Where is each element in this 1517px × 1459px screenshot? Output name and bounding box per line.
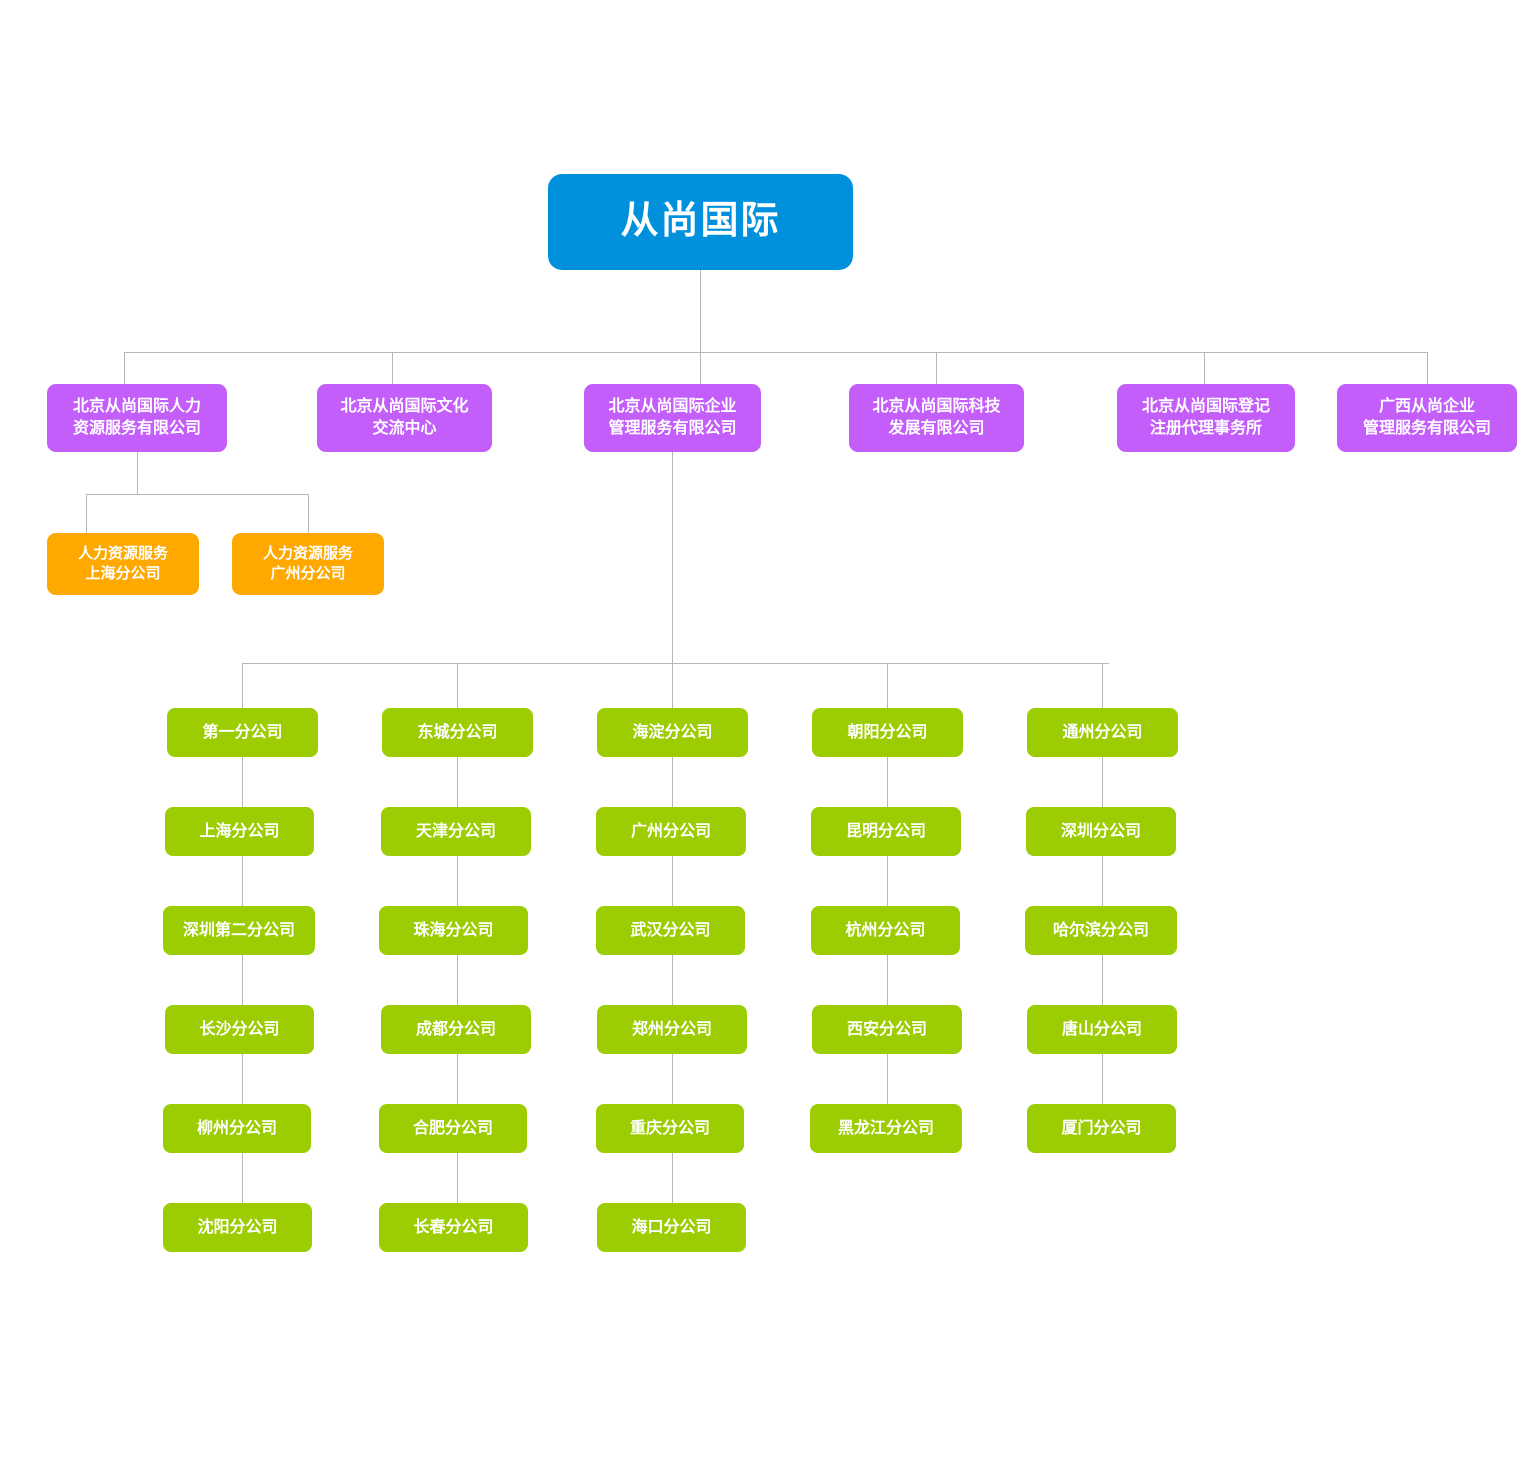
connector-col3-link-5 [672,1153,673,1203]
branch-node-col5-row2[interactable]: 深圳分公司 [1026,807,1176,856]
connector-drop-col-1 [242,663,243,708]
subsidiary-node-enterprise-management[interactable]: 北京从尚国际企业 管理服务有限公司 [584,384,761,452]
branch-node-col2-row3[interactable]: 珠海分公司 [379,906,528,955]
connector-level2-bus [124,352,1427,353]
connector-hr-bus [86,494,309,495]
connector-hr-down [137,452,138,494]
subsidiary-node-technology-development[interactable]: 北京从尚国际科技 发展有限公司 [849,384,1024,452]
connector-col2-link-4 [457,1054,458,1104]
branch-node-col1-row2[interactable]: 上海分公司 [165,807,314,856]
branch-node-col2-row5[interactable]: 合肥分公司 [379,1104,527,1153]
connector-enterprise-down [672,452,673,663]
connector-drop-col-4 [887,663,888,708]
connector-drop-sub-1 [124,352,125,384]
connector-col1-link-3 [242,955,243,1005]
connector-drop-hr-2 [308,494,309,533]
connector-drop-col-5 [1102,663,1103,708]
branch-node-col5-row3[interactable]: 哈尔滨分公司 [1025,906,1177,955]
connector-drop-hr-1 [86,494,87,533]
branch-node-col4-row3[interactable]: 杭州分公司 [811,906,960,955]
subsidiary-node-hr-services[interactable]: 北京从尚国际人力 资源服务有限公司 [47,384,227,452]
root-node-congshang-international[interactable]: 从尚国际 [548,174,853,270]
connector-col1-link-5 [242,1153,243,1203]
connector-drop-sub-4 [936,352,937,384]
branch-node-col1-row6[interactable]: 沈阳分公司 [163,1203,312,1252]
connector-col5-link-1 [1102,757,1103,807]
hr-branch-node-shanghai[interactable]: 人力资源服务 上海分公司 [47,533,199,595]
subsidiary-node-guangxi-enterprise-management[interactable]: 广西从尚企业 管理服务有限公司 [1337,384,1517,452]
branch-node-col3-row1[interactable]: 海淀分公司 [597,708,748,757]
connector-col1-link-1 [242,757,243,807]
connector-col4-link-4 [887,1054,888,1104]
connector-col2-link-3 [457,955,458,1005]
connector-branch-bus [242,663,1109,664]
branch-node-col5-row1[interactable]: 通州分公司 [1027,708,1178,757]
hr-branch-node-guangzhou[interactable]: 人力资源服务 广州分公司 [232,533,384,595]
subsidiary-node-culture-exchange[interactable]: 北京从尚国际文化 交流中心 [317,384,492,452]
connector-drop-col-2 [457,663,458,708]
connector-col2-link-2 [457,856,458,906]
branch-node-col3-row3[interactable]: 武汉分公司 [596,906,745,955]
branch-node-col3-row5[interactable]: 重庆分公司 [596,1104,744,1153]
branch-node-col1-row3[interactable]: 深圳第二分公司 [163,906,315,955]
branch-node-col2-row2[interactable]: 天津分公司 [381,807,531,856]
connector-col4-link-2 [887,856,888,906]
connector-col3-link-4 [672,1054,673,1104]
connector-col2-link-5 [457,1153,458,1203]
connector-col3-link-2 [672,856,673,906]
branch-node-col2-row4[interactable]: 成都分公司 [381,1005,531,1054]
branch-node-col3-row2[interactable]: 广州分公司 [596,807,746,856]
connector-col4-link-3 [887,955,888,1005]
connector-drop-sub-3 [700,352,701,384]
connector-col5-link-2 [1102,856,1103,906]
connector-col2-link-1 [457,757,458,807]
branch-node-col1-row4[interactable]: 长沙分公司 [165,1005,314,1054]
branch-node-col4-row1[interactable]: 朝阳分公司 [812,708,963,757]
branch-node-col4-row5[interactable]: 黑龙江分公司 [810,1104,962,1153]
connector-col3-link-1 [672,757,673,807]
branch-node-col5-row4[interactable]: 唐山分公司 [1027,1005,1177,1054]
connector-root-down [700,270,701,352]
branch-node-col2-row1[interactable]: 东城分公司 [382,708,533,757]
branch-node-col1-row1[interactable]: 第一分公司 [167,708,318,757]
branch-node-col4-row2[interactable]: 昆明分公司 [811,807,961,856]
connector-drop-sub-2 [392,352,393,384]
branch-node-col3-row6[interactable]: 海口分公司 [597,1203,746,1252]
connector-col3-link-3 [672,955,673,1005]
branch-node-col1-row5[interactable]: 柳州分公司 [163,1104,311,1153]
branch-node-col2-row6[interactable]: 长春分公司 [379,1203,528,1252]
connector-drop-sub-5 [1204,352,1205,384]
connector-col5-link-3 [1102,955,1103,1005]
connector-col5-link-4 [1102,1054,1103,1104]
connector-col1-link-4 [242,1054,243,1104]
connector-col4-link-1 [887,757,888,807]
branch-node-col4-row4[interactable]: 西安分公司 [812,1005,962,1054]
connector-drop-col-3 [672,663,673,708]
branch-node-col5-row5[interactable]: 厦门分公司 [1027,1104,1176,1153]
subsidiary-node-registration-agency[interactable]: 北京从尚国际登记 注册代理事务所 [1117,384,1295,452]
branch-node-col3-row4[interactable]: 郑州分公司 [597,1005,747,1054]
connector-drop-sub-6 [1427,352,1428,384]
connector-col1-link-2 [242,856,243,906]
